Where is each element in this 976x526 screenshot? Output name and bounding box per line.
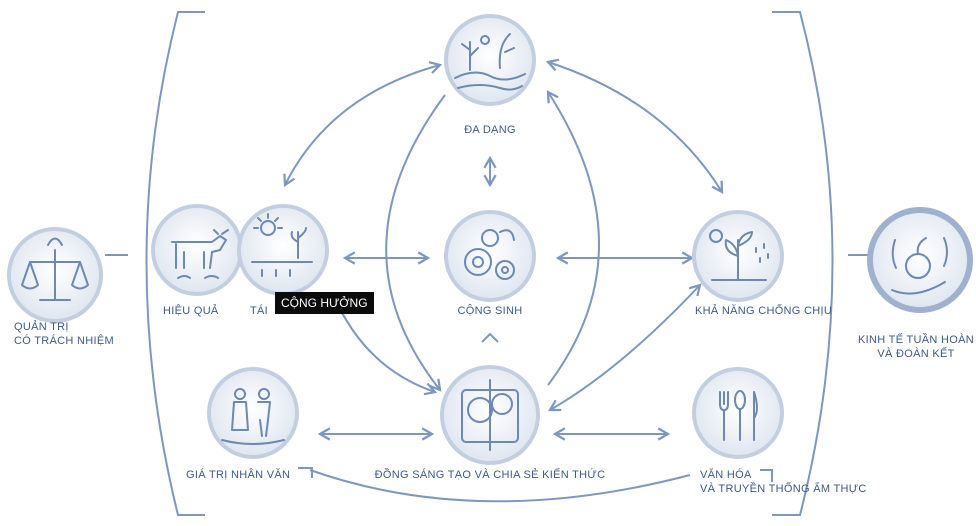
node-kinh-te — [867, 207, 973, 313]
right-bracket — [772, 11, 834, 516]
utensils-icon — [719, 390, 758, 441]
label-quan-tri-2: CÓ TRÁCH NHIỆM — [14, 335, 114, 347]
plant-rain-icon — [709, 229, 769, 281]
label-hieu-qua: HIỆU QUẢ — [163, 305, 219, 317]
arrow-dadang-hieuqua — [283, 61, 443, 188]
ox-icon — [171, 229, 229, 279]
node-van-hoa — [692, 367, 784, 459]
node-da-dang — [444, 14, 536, 106]
label-gia-tri: GIÁ TRỊ NHÂN VĂN — [186, 469, 291, 481]
arrow-khanang-dongsang — [548, 283, 702, 412]
label-cong-sinh: CỘNG SINH — [457, 305, 523, 317]
label-quan-tri-1: QUẢN TRỊ — [14, 321, 69, 333]
label-kinh-te-1: KINH TẾ TUẦN HOÀN — [858, 334, 974, 346]
label-kha-nang: KHẢ NĂNG CHỐNG CHỊU — [695, 305, 833, 317]
apple-hand-icon — [891, 237, 948, 295]
label-da-dang: ĐA DẠNG — [464, 124, 516, 136]
arrow-right-curve — [546, 90, 600, 386]
label-van-hoa-2: VÀ TRUYỀN THỐNG ẨM THỰC — [700, 483, 867, 495]
arrow-left-curve — [385, 94, 446, 392]
arrow-dadang-khanang — [545, 58, 724, 194]
node-tai-che — [237, 204, 329, 296]
node-gia-tri — [207, 367, 299, 459]
gears-icon — [464, 229, 515, 280]
label-kinh-te-2: VÀ ĐOÀN KẾT — [877, 348, 955, 360]
arrow-bottom-curve — [309, 469, 691, 503]
left-bracket — [145, 11, 205, 516]
node-hieu-qua — [151, 204, 243, 296]
highlight-cong-huong: CỘNG HƯỞNG — [275, 292, 374, 314]
chevron-up-icon — [481, 332, 499, 343]
arrow-tai-dongsang — [337, 304, 438, 396]
label-tai: TÁI — [250, 305, 269, 317]
people-icon — [221, 388, 285, 445]
bracket-mark-right — [760, 469, 773, 482]
landscape-icon — [454, 33, 526, 91]
tree-icon — [461, 379, 519, 451]
label-van-hoa-1: VĂN HÓA — [700, 469, 752, 481]
label-dong-sang-tao: ĐỒNG SÁNG TẠO VÀ CHIA SẺ KIẾN THỨC — [374, 469, 606, 481]
scales-icon — [21, 237, 89, 301]
sprout-icon — [251, 213, 313, 277]
bracket-mark-left — [298, 467, 313, 478]
